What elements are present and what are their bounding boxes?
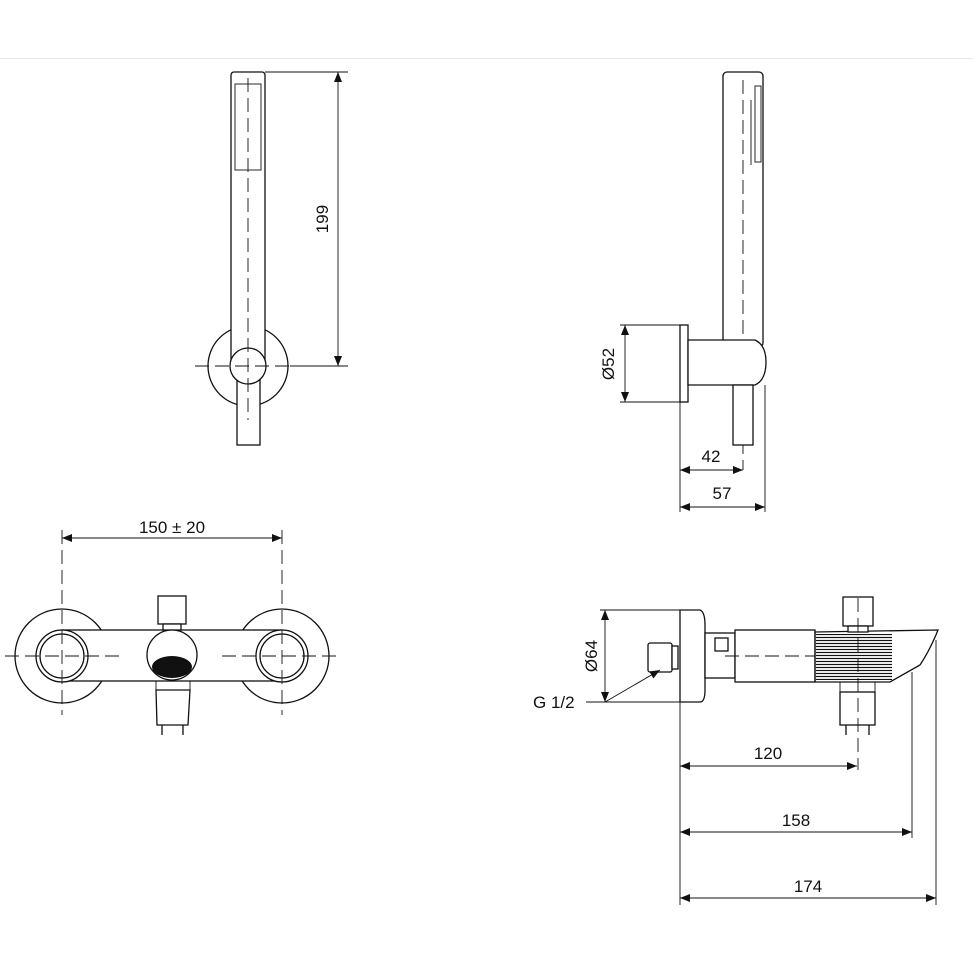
- diameter-dimension-64: Ø64: [582, 640, 601, 672]
- mixer-side-view: Ø64 G 1/2 120 158 174: [533, 596, 939, 905]
- length-dimension-158: 158: [782, 811, 810, 830]
- height-dimension-199: 199: [313, 205, 332, 233]
- top-bar: [0, 0, 973, 59]
- mixer-front-view: 150 ± 20: [5, 518, 340, 735]
- hand-shower-front-view: 199: [195, 71, 348, 446]
- thread-label: G 1/2: [533, 693, 575, 712]
- depth-dimension-57: 57: [713, 484, 732, 503]
- diameter-dimension-52: Ø52: [599, 348, 618, 380]
- depth-dimension-42: 42: [702, 447, 721, 466]
- length-dimension-174: 174: [794, 877, 822, 896]
- spacing-dimension-150: 150 ± 20: [139, 518, 205, 537]
- hand-shower-side-view: Ø52 42 57: [599, 71, 767, 512]
- length-dimension-120: 120: [754, 744, 782, 763]
